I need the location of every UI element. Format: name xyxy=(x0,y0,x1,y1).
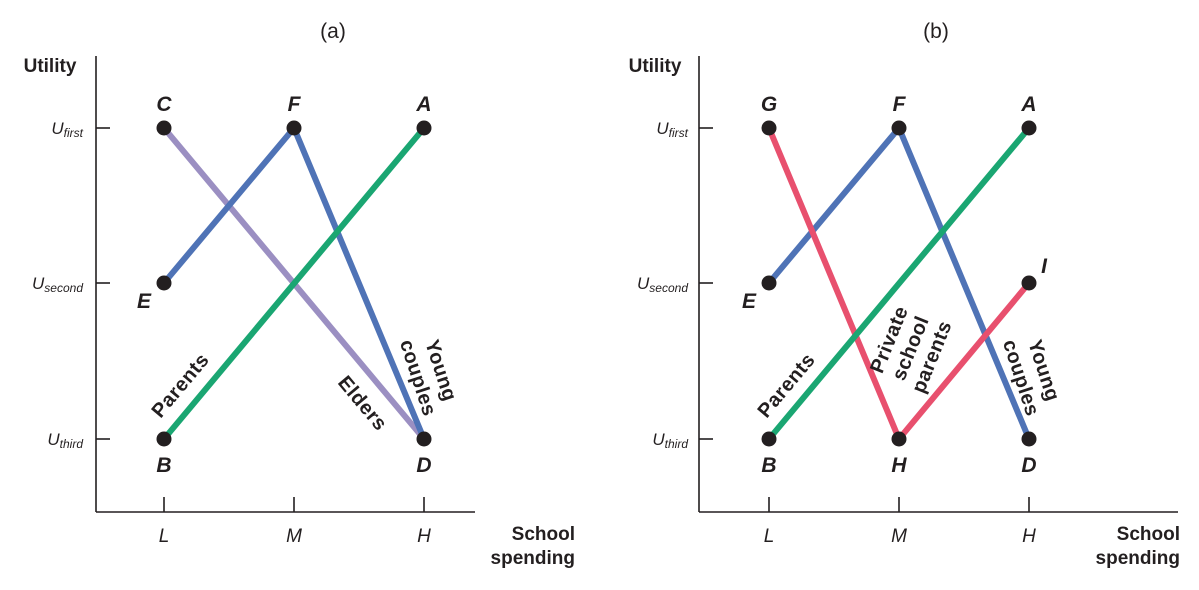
x-tick-label: H xyxy=(1022,526,1036,547)
y-tick-label-third: Uthird xyxy=(47,430,83,451)
y-tick-label-second: Usecond xyxy=(637,274,688,295)
x-axis-title-line2: spending xyxy=(491,548,575,569)
x-tick-label: M xyxy=(286,526,302,547)
point-E xyxy=(761,275,777,291)
point-label-D: D xyxy=(1021,454,1036,477)
x-tick-label: L xyxy=(764,526,775,547)
point-label-B: B xyxy=(761,454,776,477)
x-tick-label: M xyxy=(891,526,907,547)
point-C xyxy=(156,120,172,136)
series-label-elders-line: Elders xyxy=(333,372,391,435)
point-label-A: A xyxy=(1020,93,1036,116)
point-E xyxy=(156,275,172,291)
y-axis-title: Utility xyxy=(24,56,77,77)
point-label-I: I xyxy=(1041,255,1048,278)
x-axis-title-line2: spending xyxy=(1096,548,1180,569)
point-G xyxy=(761,120,777,136)
y-tick-label-third: Uthird xyxy=(652,430,688,451)
x-axis-title-line1: School xyxy=(512,524,575,545)
panel-title: (b) xyxy=(923,20,949,43)
y-tick-label-first: Ufirst xyxy=(656,119,688,140)
point-label-B: B xyxy=(156,454,171,477)
series-label-elders: Elders xyxy=(333,372,391,435)
series-label-parents-line: Parents xyxy=(148,349,214,422)
point-H xyxy=(891,431,907,447)
point-label-A: A xyxy=(415,93,431,116)
point-label-E: E xyxy=(137,290,152,313)
point-label-C: C xyxy=(156,93,172,116)
point-D xyxy=(1021,431,1037,447)
point-F xyxy=(286,120,302,136)
y-tick-label-second: Usecond xyxy=(32,274,83,295)
point-B xyxy=(761,431,777,447)
point-label-E: E xyxy=(742,290,757,313)
series-line-parents xyxy=(161,125,427,442)
point-label-F: F xyxy=(288,93,302,116)
y-tick-label-first: Ufirst xyxy=(51,119,83,140)
series-label-parents: Parents xyxy=(148,349,214,422)
y-axis-title: Utility xyxy=(629,56,682,77)
point-I xyxy=(1021,275,1037,291)
point-label-F: F xyxy=(893,93,907,116)
x-tick-label: H xyxy=(417,526,431,547)
x-axis-title-line1: School xyxy=(1117,524,1180,545)
point-A xyxy=(416,120,432,136)
x-tick-label: L xyxy=(159,526,170,547)
point-F xyxy=(891,120,907,136)
point-B xyxy=(156,431,172,447)
point-D xyxy=(416,431,432,447)
point-label-G: G xyxy=(761,93,777,116)
panel-title: (a) xyxy=(320,20,346,43)
point-label-H: H xyxy=(891,454,907,477)
series-line-parents xyxy=(766,125,1032,442)
point-A xyxy=(1021,120,1037,136)
point-label-D: D xyxy=(416,454,431,477)
